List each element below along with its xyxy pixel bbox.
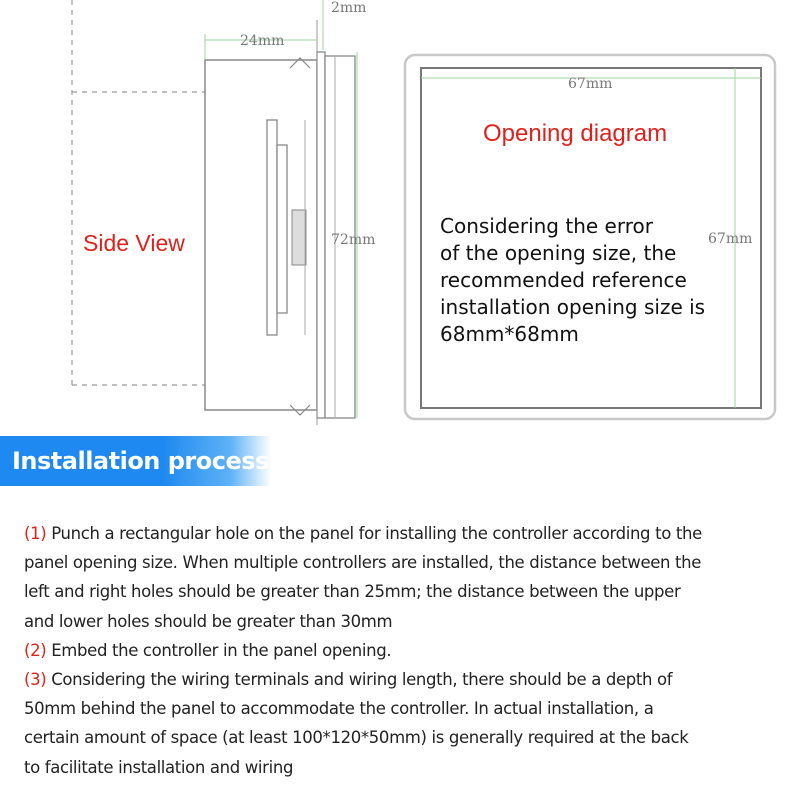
installation-process-banner: Installation process <box>0 436 271 486</box>
opening-note-line-3: recommended reference <box>440 268 687 292</box>
step-2-number: (2) <box>24 640 47 660</box>
step-2-line-1: (2) Embed the controller in the panel op… <box>24 636 794 665</box>
opening-diagram-title: Opening diagram <box>483 120 667 147</box>
step-2-text: Embed the controller in the panel openin… <box>46 640 392 660</box>
side-view: 24mm 2mm 72mm Side View <box>71 0 375 425</box>
front-panel <box>324 55 356 419</box>
step-3-text: Considering the wiring terminals and wir… <box>46 670 673 690</box>
side-view-label: Side View <box>83 230 185 256</box>
step-1-line-1: (1) Punch a rectangular hole on the pane… <box>24 519 794 548</box>
clip-latch <box>291 209 307 266</box>
top-dimension-label: 2mm <box>331 0 366 16</box>
step-3-line-3: certain amount of space (at least 100*12… <box>24 728 689 748</box>
step-1-number: (1) <box>24 524 47 543</box>
top-tab <box>289 57 311 69</box>
opening-hole <box>420 67 762 409</box>
step-3-line-1: (3) Considering the wiring terminals and… <box>24 665 794 694</box>
width-dimension-label: 67mm <box>568 76 612 92</box>
mounting-clip <box>266 119 278 336</box>
clip-arm <box>276 144 288 314</box>
depth-dimension-label: 24mm <box>240 33 284 49</box>
step-3-line-2: 50mm behind the panel to accommodate the… <box>24 699 654 719</box>
installation-steps: (1) Punch a rectangular hole on the pane… <box>24 519 794 782</box>
opening-diagram: 67mm 67mm Opening diagram Considering th… <box>403 53 777 421</box>
installation-process-title: Installation process <box>12 447 269 475</box>
step-1-line-2: panel opening size. When multiple contro… <box>24 553 702 573</box>
bottom-tab <box>289 404 311 416</box>
front-bezel <box>316 51 326 419</box>
opening-note-line-5: 68mm*68mm <box>440 322 579 346</box>
step-3-number: (3) <box>24 670 47 690</box>
step-1-text: Punch a rectangular hole on the panel fo… <box>46 524 702 543</box>
step-1-line-3: left and right holes should be greater t… <box>24 582 681 602</box>
opening-note-line-1: Considering the error <box>440 214 654 238</box>
opening-height-dimension-label: 67mm <box>708 231 752 247</box>
step-3-line-4: to facilitate installation and wiring <box>24 757 294 777</box>
height-dimension-label: 72mm <box>331 232 375 248</box>
step-1-line-4: and lower holes should be greater than 3… <box>24 611 393 631</box>
opening-note-line-2: of the opening size, the <box>440 241 676 265</box>
installation-diagram: 24mm 2mm 72mm Side View 67mm 67mm Openin… <box>71 0 777 425</box>
opening-note-line-4: installation opening size is <box>440 295 705 319</box>
